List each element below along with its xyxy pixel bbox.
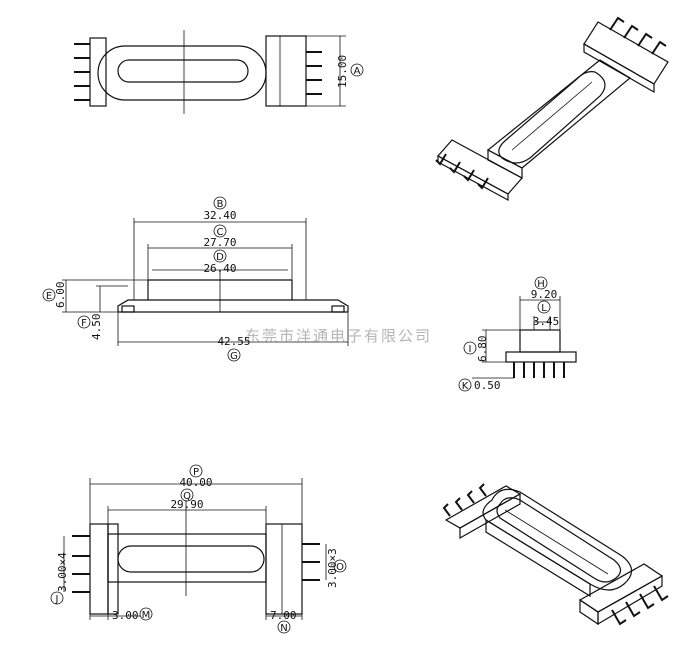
dim-label-o: O	[336, 562, 344, 573]
end-view: H 9.20 L 3.45 I 6.80 K 0.50	[458, 276, 577, 392]
dim-value-h: 9.20	[531, 288, 558, 301]
dim-value-l: 3.45	[533, 315, 560, 328]
dim-value-e: 6.00	[54, 282, 67, 309]
dim-label-m: M	[142, 610, 151, 621]
dim-label-j: J	[55, 594, 59, 605]
dim-label-b: B	[217, 199, 224, 210]
watermark: 东莞市洋通电子有限公司	[245, 327, 433, 345]
dim-label-p: P	[193, 467, 199, 478]
dim-value-k: 0.50	[474, 379, 501, 392]
dim-value-f: 4.50	[90, 314, 103, 341]
dim-label-f: F	[81, 318, 87, 329]
side-view: B 32.40 C 27.70 D 26.40 E 6.00 F 4.50 42…	[42, 196, 349, 362]
dim-value-p: 40.00	[179, 476, 212, 489]
top-view: 15.00 A	[74, 30, 364, 114]
dim-label-e: E	[46, 291, 52, 302]
bottom-view: P 40.00 Q 29.90 J 3.00×4 O 3.00×3 3.00 M…	[50, 464, 347, 634]
dim-height-value: 15.00	[336, 55, 349, 88]
dim-value-i: 6.80	[476, 336, 489, 363]
dim-label-i: I	[469, 344, 472, 355]
dim-value-c: 27.70	[203, 236, 236, 249]
dim-value-j: 3.00×4	[56, 552, 69, 592]
dim-value-o: 3.00×3	[326, 548, 339, 588]
dim-label-k: K	[462, 381, 469, 392]
dim-value-g: 42.55	[217, 335, 250, 348]
dim-value-n: 7.00	[270, 609, 297, 622]
dim-value-d: 26.40	[203, 262, 236, 275]
dim-label-h: H	[537, 279, 545, 290]
dim-label-l: L	[541, 303, 547, 314]
dim-label-n: N	[280, 623, 287, 634]
dim-value-b: 32.40	[203, 209, 236, 222]
dim-label-c: C	[217, 227, 224, 238]
dim-value-q: 29.90	[170, 498, 203, 511]
dim-label-d: D	[216, 252, 224, 263]
dim-value-m: 3.00	[112, 609, 139, 622]
dim-label-q: Q	[183, 491, 191, 502]
isometric-view-bottom	[442, 483, 669, 626]
isometric-view-top	[435, 16, 669, 202]
dim-label-a: A	[354, 66, 361, 77]
dim-label-g: G	[230, 351, 238, 362]
